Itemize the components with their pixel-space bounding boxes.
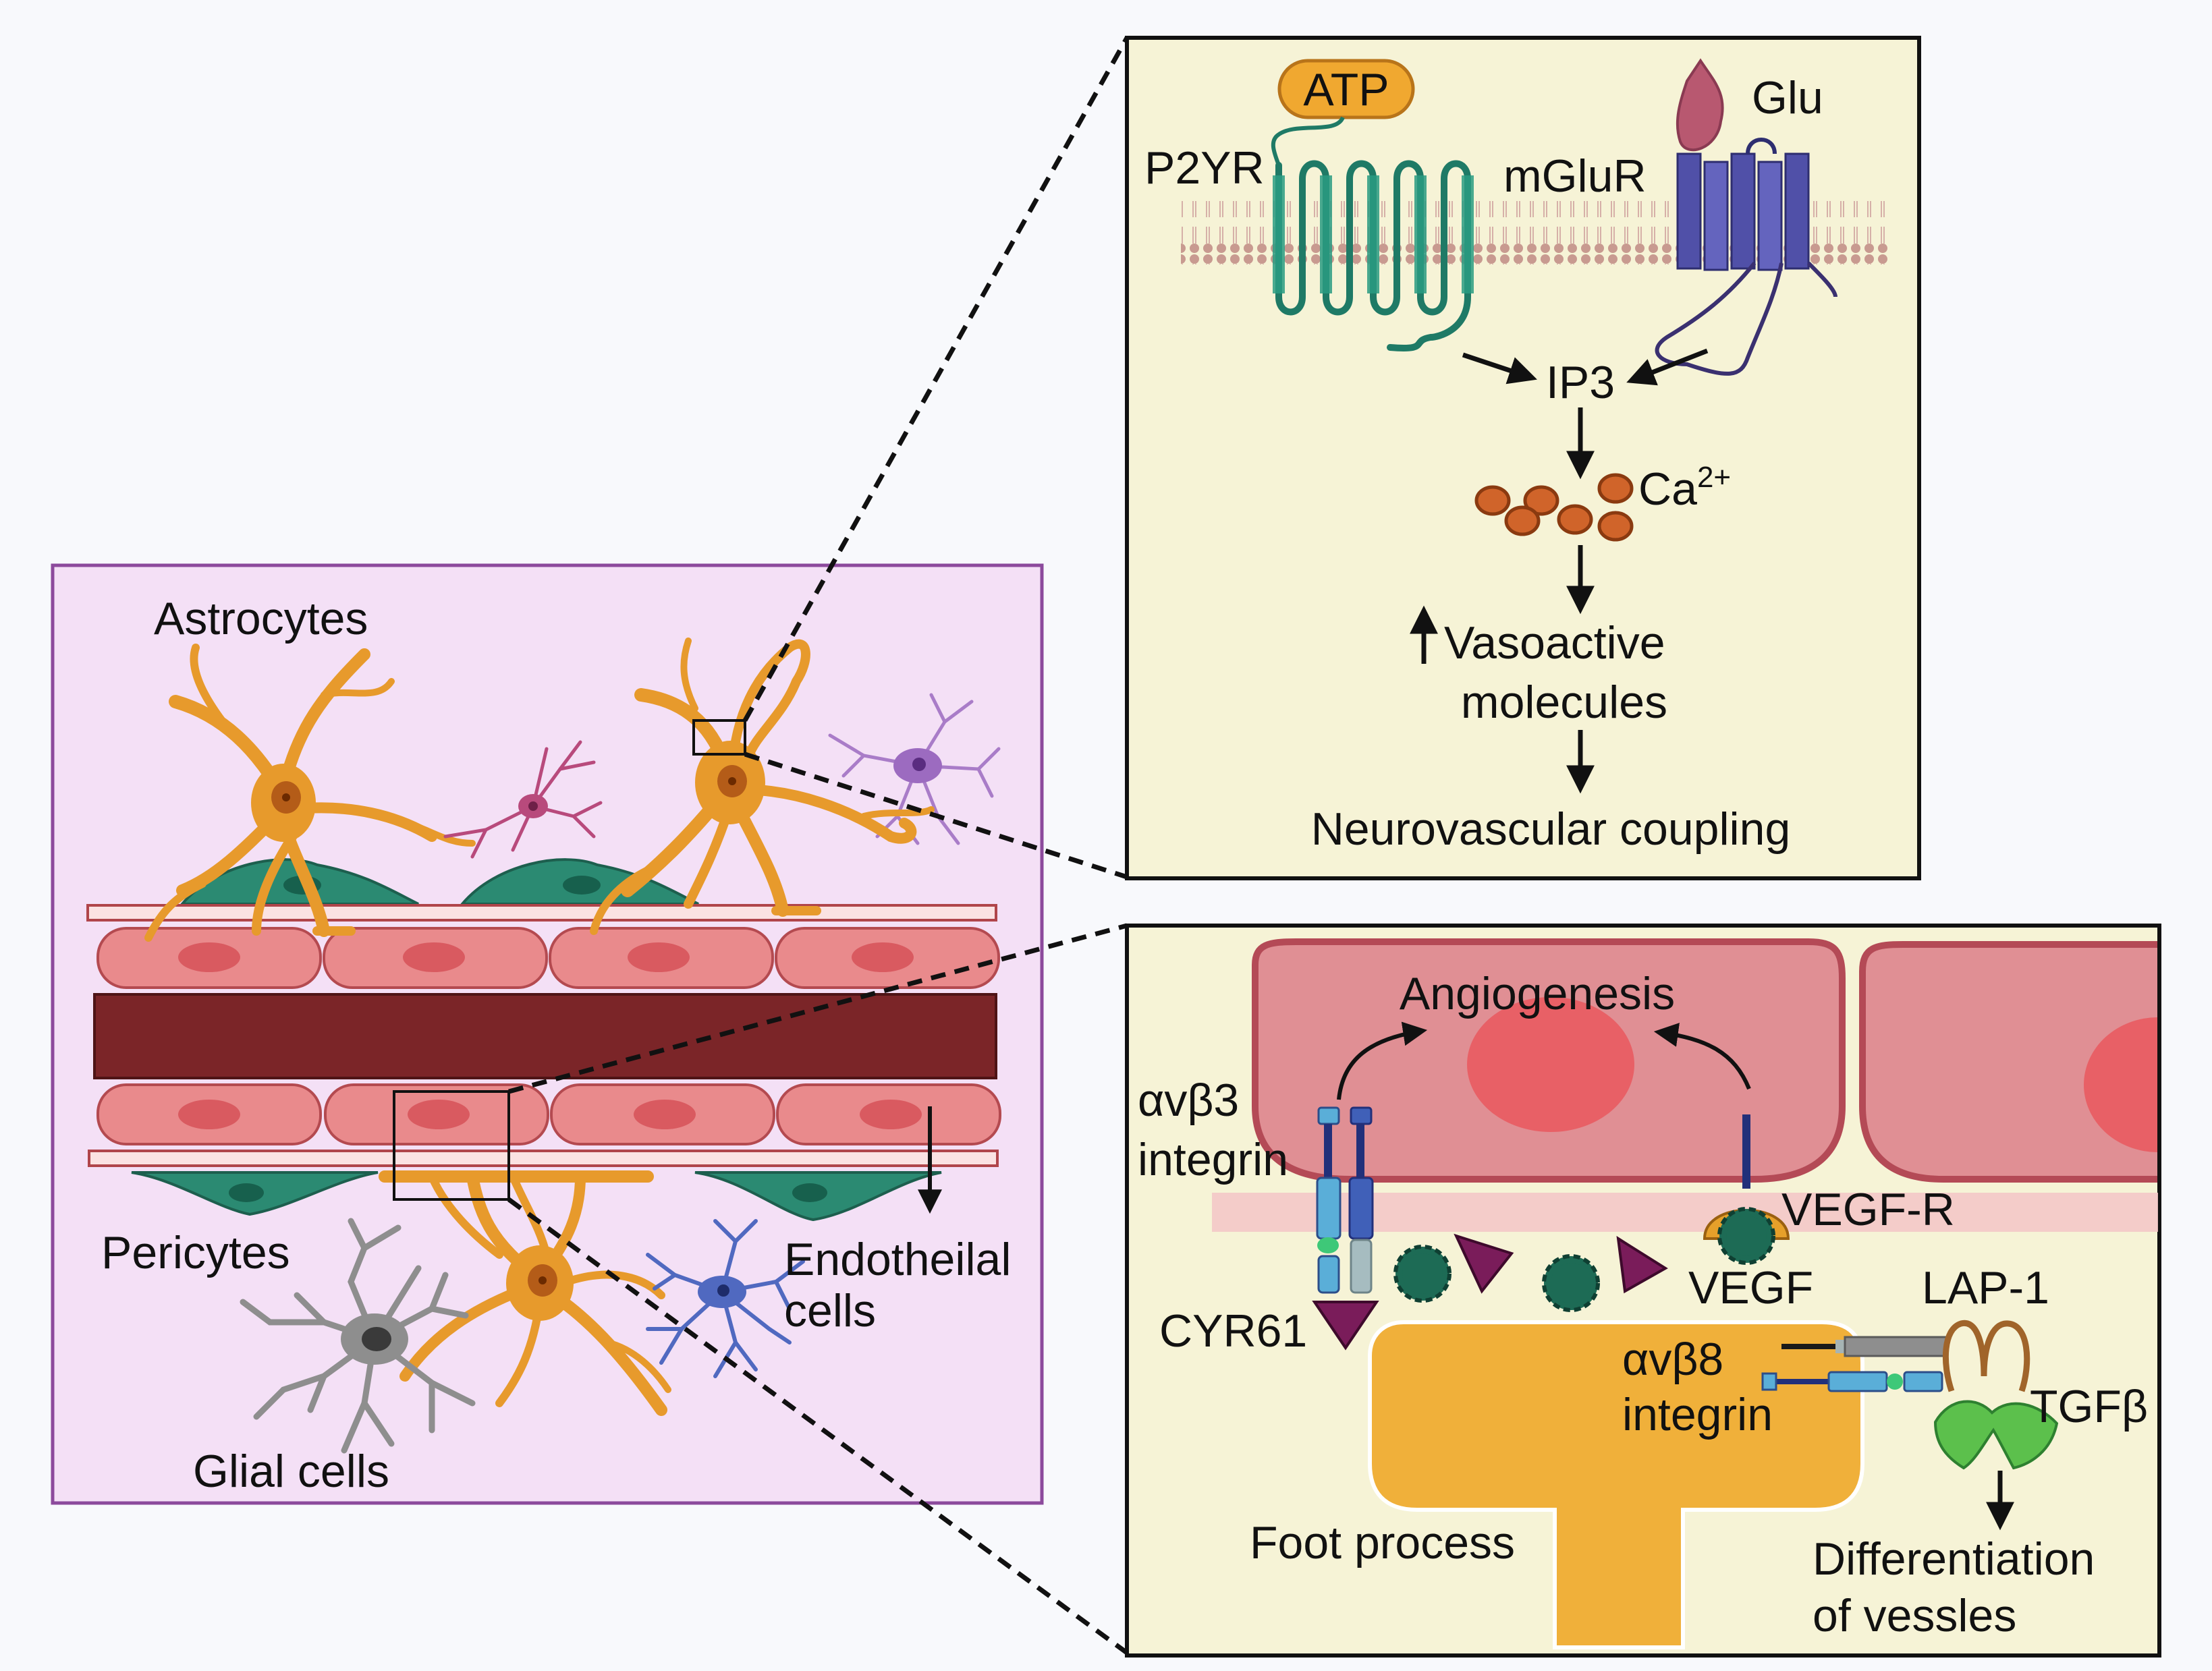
tgfb-dimer <box>1933 1400 2059 1470</box>
differentiation-label-1: Differentiation <box>1813 1533 2095 1585</box>
avb3-label-2: integrin <box>1138 1134 1288 1185</box>
glu-ligand <box>1676 58 1724 152</box>
p2yr-label: P2YR <box>1144 142 1265 194</box>
cyr61-triangle <box>1616 1236 1668 1294</box>
mglur-label: mGluR <box>1503 150 1647 202</box>
vegfr-label: VEGF-R <box>1781 1184 1955 1235</box>
avb3-integrin <box>1316 1106 1374 1294</box>
gpcr-receptor <box>1655 138 1837 376</box>
vegf-ligand <box>1544 1256 1598 1310</box>
angiogenesis-panel: Angiogenesis αvβ3 integrin VEGF-R VEGF <box>1125 924 2161 1658</box>
avb8-label-2: integrin <box>1622 1389 1773 1440</box>
coupling-label: Neurovascular coupling <box>1311 803 1791 855</box>
avb3-label-1: αvβ3 <box>1138 1075 1239 1126</box>
tissue-panel: Astrocytes Pericytes Endotheilal cells G… <box>51 563 1044 1505</box>
vegf-label: VEGF <box>1688 1262 1813 1313</box>
label-endothelial-2: cells <box>784 1285 876 1336</box>
zoom-box-top <box>692 719 746 756</box>
atp-pill <box>1277 59 1415 119</box>
lipid-bilayer <box>1181 201 1889 264</box>
vegf-ligand <box>1395 1247 1449 1301</box>
zoom-connectors <box>507 36 1130 1655</box>
label-glial: Glial cells <box>193 1446 389 1497</box>
zoom-box-bottom <box>393 1090 510 1201</box>
tgfb-label: TGFβ <box>2030 1381 2148 1432</box>
cyr61-label: CYR61 <box>1159 1305 1307 1357</box>
signaling-panel: ATP P2YR mGluR Glu <box>1125 36 1921 880</box>
vasoactive-label-2: molecules <box>1461 677 1667 728</box>
endothelial-cell <box>1859 941 2157 1183</box>
gpcr-receptor <box>1275 160 1471 351</box>
atp-label: ATP <box>1303 64 1389 115</box>
vasoactive-label-1: Vasoactive <box>1444 617 1665 669</box>
avb8-label-1: αvβ8 <box>1622 1334 1723 1385</box>
label-pericytes: Pericytes <box>101 1227 290 1278</box>
vessel-lumen <box>93 993 997 1079</box>
lap1-label: LAP-1 <box>1922 1262 2049 1313</box>
lap1-loop <box>1942 1320 2030 1392</box>
endothelial-row-bottom <box>96 1083 1001 1145</box>
cyr61-triangle <box>1312 1301 1379 1351</box>
ip3-label: IP3 <box>1546 357 1615 408</box>
label-astrocytes: Astrocytes <box>154 593 368 644</box>
vegf-ligand <box>1719 1209 1773 1263</box>
ca-label: Ca2+ <box>1638 461 1731 515</box>
calcium-ion <box>1474 473 1634 542</box>
cyr61-triangle <box>1454 1233 1514 1294</box>
label-endothelial-1: Endotheilal <box>784 1234 1011 1285</box>
angiogenesis-title: Angiogenesis <box>1400 968 1675 1019</box>
foot-process-label: Foot process <box>1250 1517 1515 1568</box>
glu-label: Glu <box>1752 72 1823 123</box>
differentiation-label-2: of vessles <box>1813 1590 2016 1641</box>
